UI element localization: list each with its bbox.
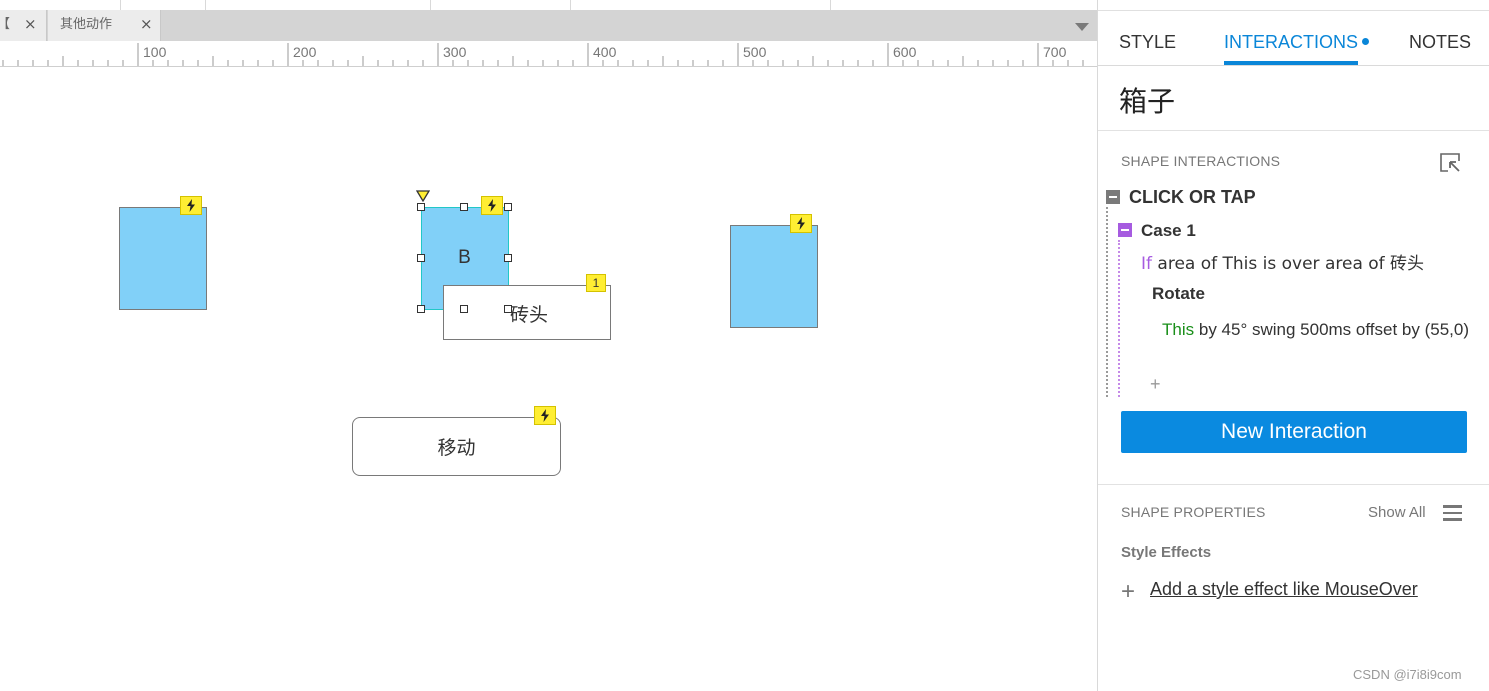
add-effect-plus-icon[interactable]: + [1121, 578, 1136, 605]
panel-top-border [1098, 10, 1489, 11]
shape-properties-title: SHAPE PROPERTIES [1121, 504, 1266, 520]
case-label[interactable]: Case 1 [1141, 221, 1196, 240]
tab-page-1[interactable]: 【 × [0, 10, 47, 41]
active-tab-underline [1224, 61, 1358, 65]
divider [1098, 130, 1489, 131]
box-widget-right[interactable] [730, 225, 818, 328]
page-tab-bar: 【 × 其他动作 × [0, 10, 1097, 41]
resize-handle[interactable] [417, 203, 425, 211]
add-action-icon[interactable]: + [1150, 374, 1161, 394]
toolbar-separator [570, 0, 571, 10]
action-params: by 45° swing 500ms offset by (55,0) [1198, 320, 1469, 339]
brick-widget[interactable]: 砖头 [443, 285, 611, 340]
interaction-bolt-icon[interactable] [534, 406, 556, 425]
add-style-effect-link[interactable]: Add a style effect like MouseOver [1150, 579, 1418, 599]
collapse-event-icon[interactable] [1106, 190, 1120, 204]
brick-label: 砖头 [510, 304, 549, 326]
ruler-label: 200 [293, 44, 317, 60]
horizontal-ruler: 100 200 300 400 500 600 700 [0, 41, 1097, 67]
move-button-widget[interactable]: 移动 [352, 417, 561, 476]
ruler-label: 500 [743, 44, 767, 60]
resize-handle[interactable] [417, 254, 425, 262]
resize-handle[interactable] [460, 203, 468, 211]
close-icon[interactable]: × [24, 15, 37, 33]
event-label[interactable]: CLICK OR TAP [1129, 187, 1256, 207]
resize-handle[interactable] [504, 254, 512, 262]
action-target: This [1162, 320, 1195, 339]
rotation-triangle-icon[interactable] [416, 190, 430, 202]
shape-interactions-title: SHAPE INTERACTIONS [1121, 153, 1281, 169]
collapse-case-icon[interactable] [1118, 223, 1132, 237]
ruler-ticks [2, 43, 1084, 66]
resize-handle[interactable] [504, 203, 512, 211]
toolbar-separator [205, 0, 206, 10]
interactions-indicator-dot [1362, 38, 1369, 45]
ruler-label: 400 [593, 44, 617, 60]
toolbar-separator [430, 0, 431, 10]
resize-handle[interactable] [504, 305, 512, 313]
tab-other-actions[interactable]: 其他动作 × [48, 10, 161, 41]
ruler-label: 600 [893, 44, 917, 60]
new-interaction-button[interactable]: New Interaction [1121, 411, 1467, 453]
tab-label: 【 [0, 10, 10, 39]
resize-handle[interactable] [460, 305, 468, 313]
ruler-label: 100 [143, 44, 167, 60]
condition-text: area of This is over area of 砖头 [1157, 254, 1425, 274]
case-condition[interactable]: If area of This is over area of 砖头 [1141, 249, 1424, 274]
pick-widget-icon[interactable] [1438, 151, 1462, 173]
close-icon[interactable]: × [140, 15, 153, 33]
tree-guide-line [1106, 207, 1108, 397]
interaction-bolt-icon[interactable] [790, 214, 812, 233]
footnote-badge: 1 [586, 274, 606, 292]
toolbar-separator [120, 0, 121, 10]
watermark: CSDN @i7i8i9com [1353, 667, 1462, 682]
action-title[interactable]: Rotate [1152, 284, 1205, 303]
action-detail[interactable]: This by 45° swing 500ms offset by (55,0) [1162, 318, 1472, 342]
box-widget-left[interactable] [119, 207, 207, 310]
tab-label: 其他动作 [60, 17, 113, 32]
tree-guide-line [1118, 240, 1120, 397]
menu-icon[interactable] [1443, 505, 1462, 521]
condition-if-keyword: If [1141, 254, 1152, 274]
divider [1098, 65, 1489, 66]
tab-style[interactable]: STYLE [1119, 32, 1177, 52]
shape-name[interactable]: 箱子 [1119, 85, 1176, 118]
show-all-link[interactable]: Show All [1368, 504, 1426, 521]
interaction-bolt-icon[interactable] [481, 196, 503, 215]
interaction-bolt-icon[interactable] [180, 196, 202, 215]
toolbar-separator [830, 0, 831, 10]
inspector-panel: STYLE INTERACTIONS NOTES 箱子 SHAPE INTERA… [1097, 0, 1489, 691]
divider [1098, 484, 1489, 485]
ruler-label: 300 [443, 44, 467, 60]
canvas-area[interactable]: 【 × 其他动作 × 100 200 300 400 500 600 700 B… [0, 0, 1097, 691]
tab-dropdown-icon[interactable] [1075, 23, 1089, 31]
tab-interactions[interactable]: INTERACTIONS [1224, 32, 1359, 52]
style-effects-title: Style Effects [1121, 544, 1212, 561]
tab-notes[interactable]: NOTES [1409, 32, 1472, 52]
ruler-label: 700 [1043, 44, 1067, 60]
resize-handle[interactable] [417, 305, 425, 313]
